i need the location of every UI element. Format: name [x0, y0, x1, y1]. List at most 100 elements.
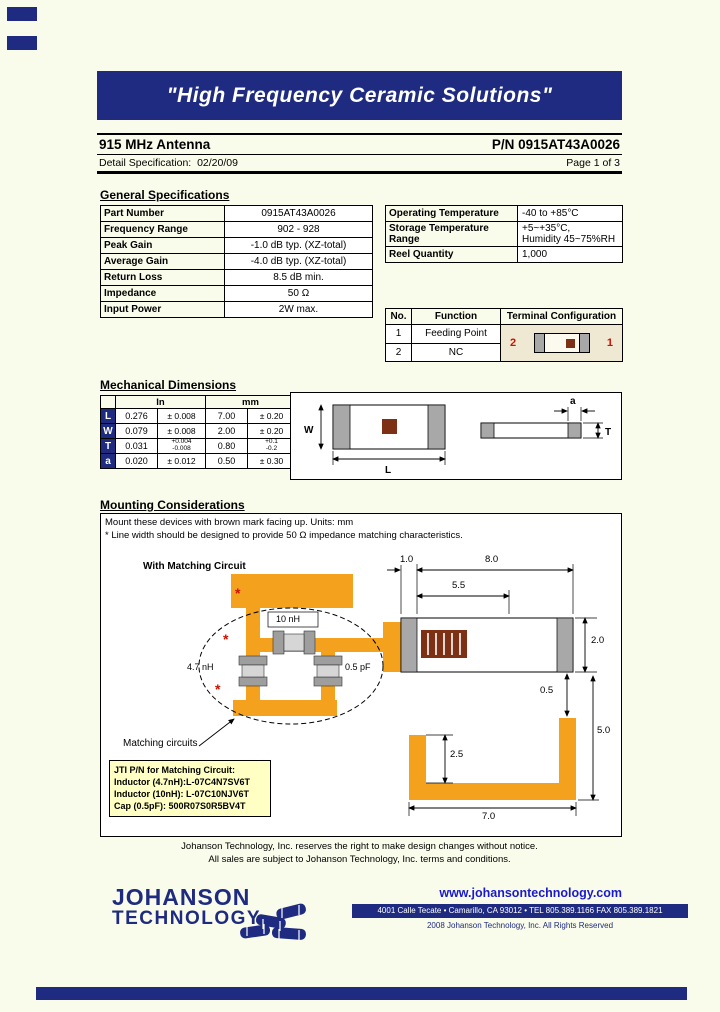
- env-value-line1: +5~+35°C,: [522, 223, 571, 234]
- dim-letter: W: [100, 423, 116, 439]
- env-label: Operating Temperature: [385, 205, 518, 222]
- dim-letter: L: [100, 408, 116, 424]
- spec-label: Input Power: [100, 301, 225, 318]
- terminal-2-label: 2: [510, 337, 517, 349]
- spec-value: -4.0 dB typ. (XZ-total): [224, 253, 373, 270]
- pcb-layout-svg: [198, 564, 599, 816]
- dim-letter: a: [100, 453, 116, 469]
- address-bar: 4001 Calle Tecate • Camarillo, CA 93012 …: [352, 904, 688, 918]
- matching-circuits-label: Matching circuits: [123, 738, 198, 749]
- jti-line: Cap (0.5pF): 500R07S0R5BV4T: [114, 801, 246, 812]
- dim-pad-width: 1.0: [399, 554, 415, 565]
- table-row: Average Gain-4.0 dB typ. (XZ-total): [100, 253, 373, 270]
- table-row: 1 Feeding Point 2 1: [385, 324, 623, 362]
- with-matching-label: With Matching Circuit: [143, 561, 246, 572]
- table-row: Peak Gain-1.0 dB typ. (XZ-total): [100, 237, 373, 254]
- website-link[interactable]: www.johansontechnology.com: [439, 886, 622, 900]
- print-mark-2: [7, 36, 37, 50]
- dim-in: 0.079: [115, 423, 158, 439]
- l-dim-label: L: [385, 465, 391, 476]
- environment-table: Operating Temperature-40 to +85°C Storag…: [385, 205, 623, 263]
- tol-top: +0.004: [171, 438, 192, 446]
- print-mark-1: [7, 7, 37, 21]
- banner: "High Frequency Ceramic Solutions": [97, 71, 622, 120]
- dim-in-tol: ± 0.008: [157, 423, 206, 439]
- dim-in: 0.020: [115, 453, 158, 469]
- brown-mark: [565, 339, 575, 348]
- table-row: 2 NC: [385, 342, 623, 362]
- page-indicator: Page 1 of 3: [566, 157, 620, 169]
- legal-line-2: All sales are subject to Johanson Techno…: [208, 854, 511, 865]
- table-row: Storage Temperature Range +5~+35°C,Humid…: [385, 221, 623, 247]
- terminal-chip-drawing: 2 1: [501, 325, 622, 361]
- detail-spec: Detail Specification: 02/20/09: [99, 157, 238, 169]
- dim-element-length: 8.0: [484, 554, 500, 565]
- dim-mm-tol: +0.1-0.2: [247, 438, 296, 454]
- dim-clearance: 5.5: [451, 580, 467, 591]
- col-header-function: Function: [411, 308, 501, 325]
- dim-in-tol: ± 0.012: [157, 453, 206, 469]
- terminal-function: Feeding Point: [411, 324, 501, 344]
- env-value: +5~+35°C,Humidity 45~75%RH: [517, 221, 623, 247]
- dim-mm: 0.80: [205, 438, 248, 454]
- dim-in-tol: +0.004-0.008: [157, 438, 206, 454]
- spec-value: 902 - 928: [224, 221, 373, 238]
- terminal-1-label: 1: [606, 337, 613, 349]
- jti-line: Inductor (4.7nH):L-07C4N7SV6T: [114, 777, 251, 788]
- jti-line: Inductor (10nH): L-07C10NJV6T: [114, 789, 250, 800]
- terminal-config-cell: 2 1: [500, 324, 623, 362]
- dim-mm-tol: ± 0.30: [247, 453, 296, 469]
- spec-value: 50 Ω: [224, 285, 373, 302]
- detail-spec-date: 02/20/09: [197, 157, 238, 169]
- tol-top: +0.1: [265, 438, 278, 446]
- spec-label: Part Number: [100, 205, 225, 222]
- dim-in: 0.276: [115, 408, 158, 424]
- title-block: 915 MHz Antenna P/N 0915AT43A0026 Detail…: [97, 133, 622, 174]
- dim-element-width: 2.0: [590, 635, 606, 646]
- col-header-in: In: [115, 395, 206, 409]
- a-dim-label: a: [570, 396, 576, 407]
- spec-label: Average Gain: [100, 253, 225, 270]
- bottom-rule-bar: [36, 987, 687, 1000]
- chip-right-cap: [578, 333, 590, 353]
- spec-value: 2W max.: [224, 301, 373, 318]
- trace-asterisk: *: [215, 681, 221, 697]
- table-row: T 0.031 +0.004-0.008 0.80 +0.1-0.2: [100, 438, 296, 454]
- detail-spec-label: Detail Specification:: [99, 157, 192, 169]
- subtitle-row: Detail Specification: 02/20/09 Page 1 of…: [97, 154, 622, 174]
- terminal-no: 1: [385, 324, 412, 344]
- mechanical-heading: Mechanical Dimensions: [100, 378, 237, 392]
- col-header-config: Terminal Configuration: [500, 308, 623, 325]
- mounting-box: Mount these devices with brown mark faci…: [100, 513, 622, 837]
- dim-stub-height: 2.5: [449, 749, 465, 760]
- dim-mm-tol: ± 0.20: [247, 408, 296, 424]
- dim-mm: 0.50: [205, 453, 248, 469]
- table-header-row: In mm: [100, 395, 296, 409]
- spec-value: -1.0 dB typ. (XZ-total): [224, 237, 373, 254]
- spec-label: Impedance: [100, 285, 225, 302]
- dim-ground-width: 7.0: [481, 811, 497, 822]
- col-header-no: No.: [385, 308, 412, 325]
- dim-letter: T: [100, 438, 116, 454]
- dim-gap: 0.5: [539, 685, 555, 696]
- corner-cell: [100, 395, 116, 409]
- terminal-function: NC: [411, 342, 501, 362]
- dim-ground-height: 5.0: [596, 725, 612, 736]
- table-row: Operating Temperature-40 to +85°C: [385, 205, 623, 222]
- mechanical-diagram-box: W L a T: [290, 392, 622, 480]
- mechanical-table: In mm L 0.276 ± 0.008 7.00 ± 0.20 W 0.07…: [100, 395, 296, 469]
- trace-asterisk: *: [235, 585, 241, 601]
- tol-bot: -0.008: [172, 445, 191, 452]
- mechanical-diagram-svg: W L a T: [304, 396, 611, 476]
- mounting-note-1: Mount these devices with brown mark faci…: [105, 517, 354, 528]
- env-label: Storage Temperature Range: [385, 221, 518, 247]
- product-title: 915 MHz Antenna: [99, 137, 211, 152]
- dim-in: 0.031: [115, 438, 158, 454]
- tol-bot: -0.2: [265, 445, 278, 452]
